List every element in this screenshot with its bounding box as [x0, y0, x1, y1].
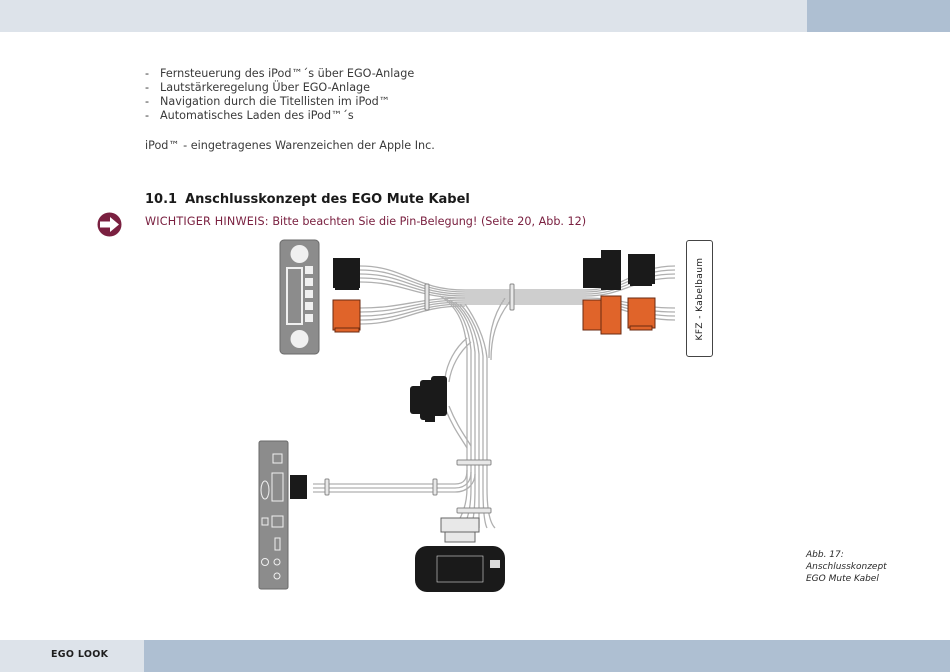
list-item: -Automatisches Laden des iPod™´s [145, 109, 414, 123]
list-item: -Fernsteuerung des iPod™´s über EGO-Anla… [145, 67, 414, 81]
footer-band-left [0, 640, 144, 672]
header-band [0, 0, 807, 32]
feature-text: Automatisches Laden des iPod™´s [160, 109, 354, 122]
figure-caption: Abb. 17: Anschlusskonzept EGO Mute Kabel [806, 549, 887, 585]
wiring-diagram [258, 239, 676, 592]
vehicle-connectors [582, 250, 656, 335]
section-title: Anschlusskonzept des EGO Mute Kabel [185, 192, 470, 207]
list-dash: - [145, 67, 150, 80]
caption-line-2: EGO Mute Kabel [806, 574, 879, 584]
feature-text: Lautstärkeregelung Über EGO-Anlage [160, 81, 371, 94]
list-dash: - [145, 95, 150, 108]
feature-text: Navigation durch die Titellisten im iPod… [160, 95, 390, 108]
mute-connectors [410, 376, 447, 422]
footer-label: EGO LOOK [51, 649, 109, 660]
feature-list: -Fernsteuerung des iPod™´s über EGO-Anla… [145, 67, 414, 123]
radio-unit [279, 239, 320, 355]
caption-number: Abb. 17: [806, 550, 844, 560]
list-item: -Lautstärkeregelung Über EGO-Anlage [145, 81, 414, 95]
control-module [415, 517, 505, 592]
vehicle-harness-label: KFZ - Kabelbaum [686, 240, 713, 357]
section-number: 10.1 [145, 192, 178, 207]
list-dash: - [145, 109, 150, 122]
section-heading: 10.1 Anschlusskonzept des EGO Mute Kabel [145, 192, 470, 207]
notice-keyword: WICHTIGER HINWEIS: [145, 215, 269, 228]
footer-band-right [144, 640, 950, 672]
important-notice: WICHTIGER HINWEIS: Bitte beachten Sie di… [145, 215, 586, 228]
arrow-right-circle-icon [97, 212, 122, 237]
side-label-text: KFZ - Kabelbaum [694, 257, 705, 340]
list-item: -Navigation durch die Titellisten im iPo… [145, 95, 414, 109]
caption-line-1: Anschlusskonzept [806, 562, 887, 572]
cable-ties [324, 283, 515, 514]
trademark-note: iPod™ - eingetragenes Warenzeichen der A… [145, 139, 435, 152]
header-accent [807, 0, 950, 32]
ipod-dock-panel [258, 440, 307, 590]
notice-text: Bitte beachten Sie die Pin-Belegung! (Se… [268, 215, 587, 228]
list-dash: - [145, 81, 150, 94]
radio-connectors [332, 258, 361, 333]
feature-text: Fernsteuerung des iPod™´s über EGO-Anlag… [160, 67, 415, 80]
